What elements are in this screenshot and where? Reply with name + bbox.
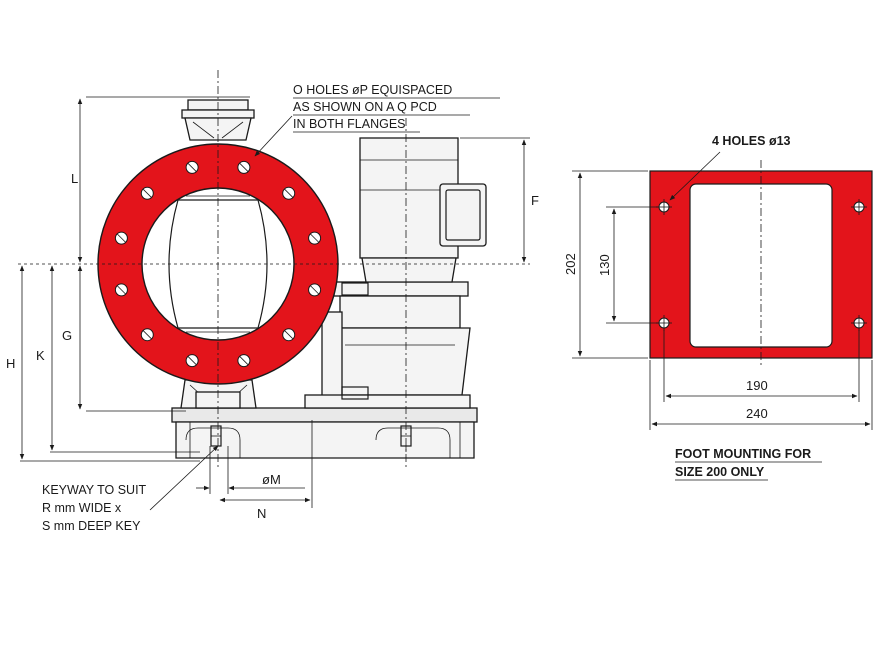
bolt-hole-icon [114, 283, 128, 297]
valve-assembly-drawing: L G H K F øM N O HOLES øP EQUISPACED AS … [6, 70, 539, 533]
gearbox [304, 281, 471, 409]
foot-dim-height: 202 [563, 253, 578, 275]
dim-H-label: H [6, 356, 15, 371]
foot-dim-width: 240 [746, 406, 768, 421]
keyway-note-line-3: S mm DEEP KEY [42, 519, 141, 533]
flange-bolt-holes [114, 160, 322, 368]
bolt-hole-icon [237, 160, 251, 174]
keyway-note-line-1: KEYWAY TO SUIT [42, 483, 147, 497]
base-frame [171, 407, 478, 459]
foot-hole-icon [851, 199, 867, 215]
bolt-hole-icon [185, 354, 199, 368]
foot-dim-hole-spacing-h: 190 [746, 378, 768, 393]
foot-note-line-1: FOOT MOUNTING FOR [675, 447, 811, 461]
dim-G-label: G [62, 328, 72, 343]
foot-hole-icon [656, 315, 672, 331]
bolt-hole-icon [282, 328, 296, 342]
bolt-hole-icon [308, 231, 322, 245]
keyway-note-line-2: R mm WIDE x [42, 501, 122, 515]
foot-hole-icon [656, 199, 672, 215]
keyway-note: KEYWAY TO SUIT R mm WIDE x S mm DEEP KEY [42, 445, 219, 533]
dim-M-label: øM [262, 472, 281, 487]
bolt-hole-icon [282, 186, 296, 200]
bolt-hole-icon [140, 186, 154, 200]
dim-K-label: K [36, 348, 45, 363]
dim-N-label: N [257, 506, 266, 521]
bolt-hole-icon [114, 231, 128, 245]
bolt-hole-icon [308, 283, 322, 297]
bolt-hole-icon [185, 160, 199, 174]
foot-mounting-drawing: 4 HOLES ø13 202 130 190 240 FOOT MOUNTIN… [563, 134, 873, 481]
foot-note-line-2: SIZE 200 ONLY [675, 465, 765, 479]
holes-note-line-3: IN BOTH FLANGES [293, 117, 406, 131]
dim-L-label: L [71, 171, 78, 186]
bolt-hole-icon [140, 328, 154, 342]
foot-hole-icon [851, 315, 867, 331]
foot-holes-label: 4 HOLES ø13 [712, 134, 791, 148]
bolt-hole-icon [237, 354, 251, 368]
holes-note-line-1: O HOLES øP EQUISPACED [293, 83, 452, 97]
motor [359, 137, 487, 283]
foot-dim-hole-spacing-v: 130 [597, 254, 612, 276]
holes-note-line-2: AS SHOWN ON A Q PCD [293, 100, 437, 114]
holes-note: O HOLES øP EQUISPACED AS SHOWN ON A Q PC… [254, 83, 500, 157]
foot-mounting-holes [656, 199, 867, 331]
dim-F-label: F [531, 193, 539, 208]
